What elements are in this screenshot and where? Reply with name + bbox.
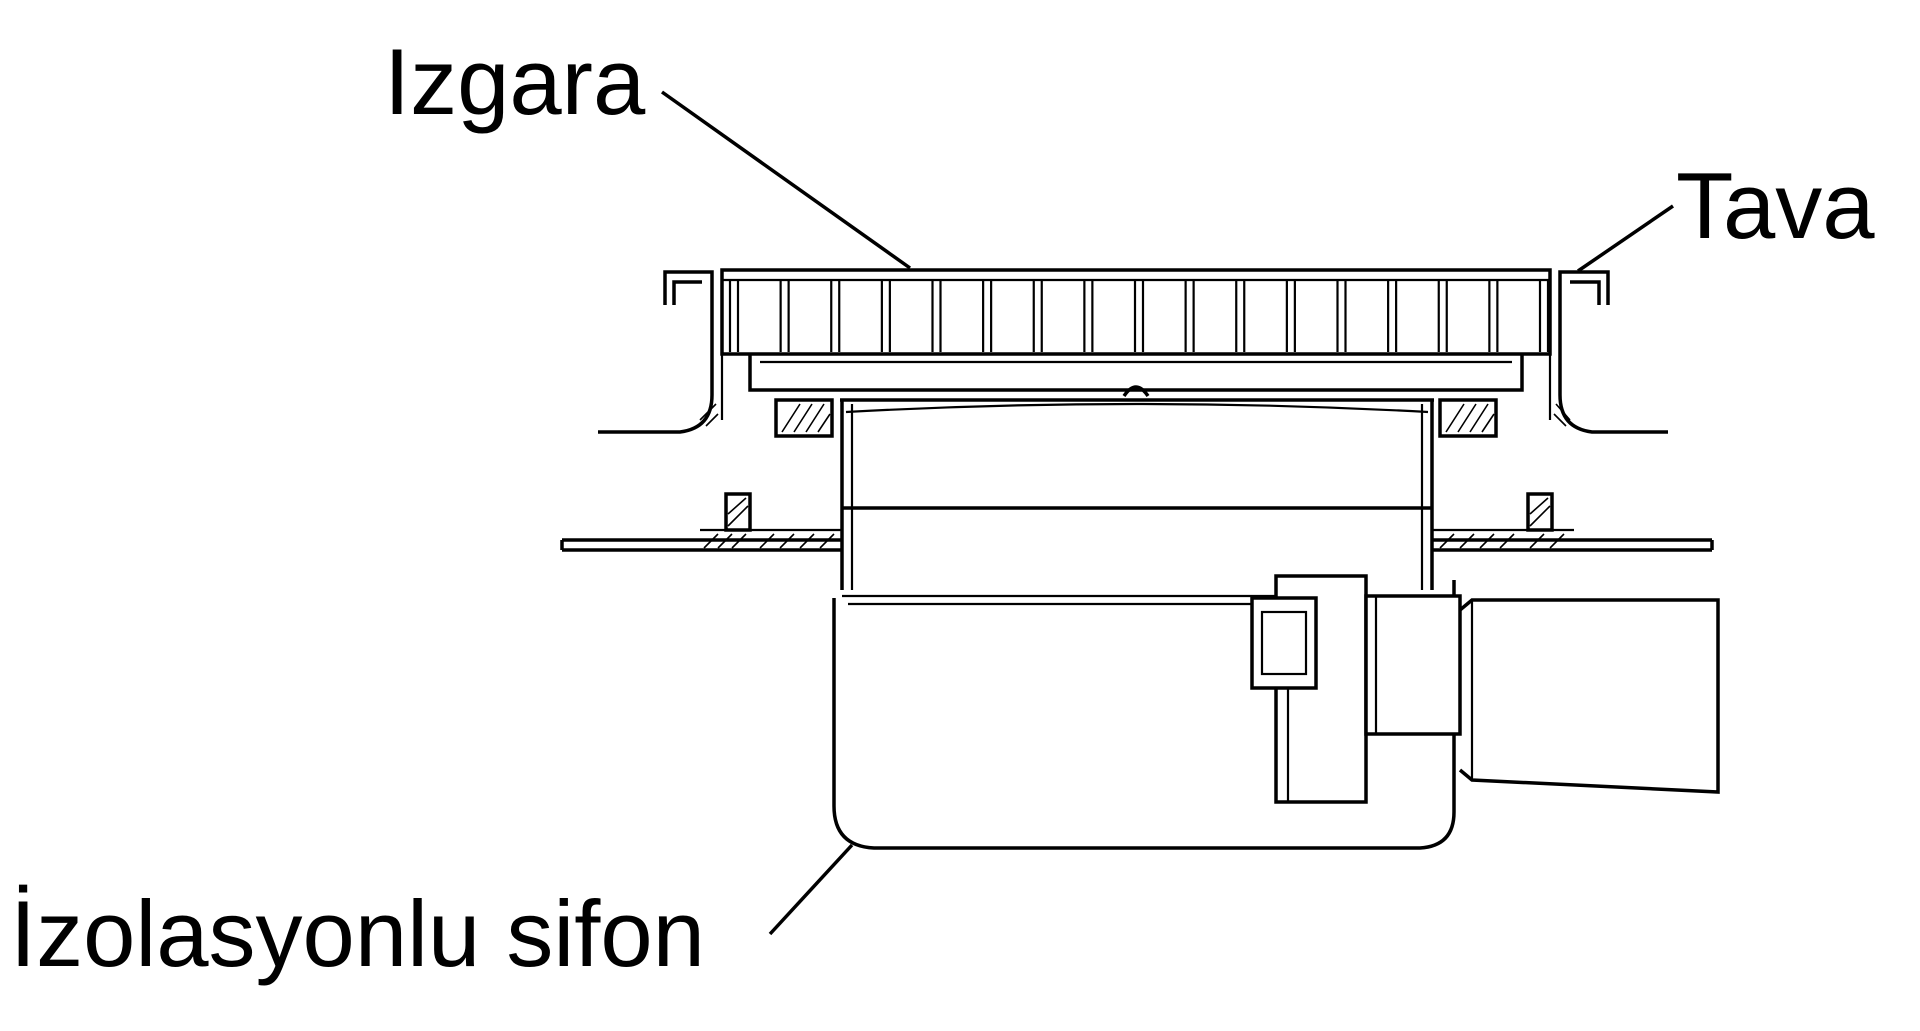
tray-leader-line (1577, 204, 1674, 273)
outlet-pipe (1458, 598, 1720, 794)
grate-label: Izgara (384, 29, 646, 134)
grate-leader-line (660, 90, 912, 270)
tray (598, 270, 1668, 434)
insulated-trap (832, 574, 1462, 850)
grate-bars (728, 280, 1550, 352)
tray-label: Tava (1676, 153, 1875, 258)
membrane-flange (560, 492, 1714, 552)
grate (720, 268, 1552, 398)
insulated-trap-label: İzolasyonlu sifon (10, 881, 705, 986)
drain-body (840, 400, 1434, 598)
upper-gaskets (774, 398, 1498, 438)
trap-leader-line (768, 843, 854, 936)
